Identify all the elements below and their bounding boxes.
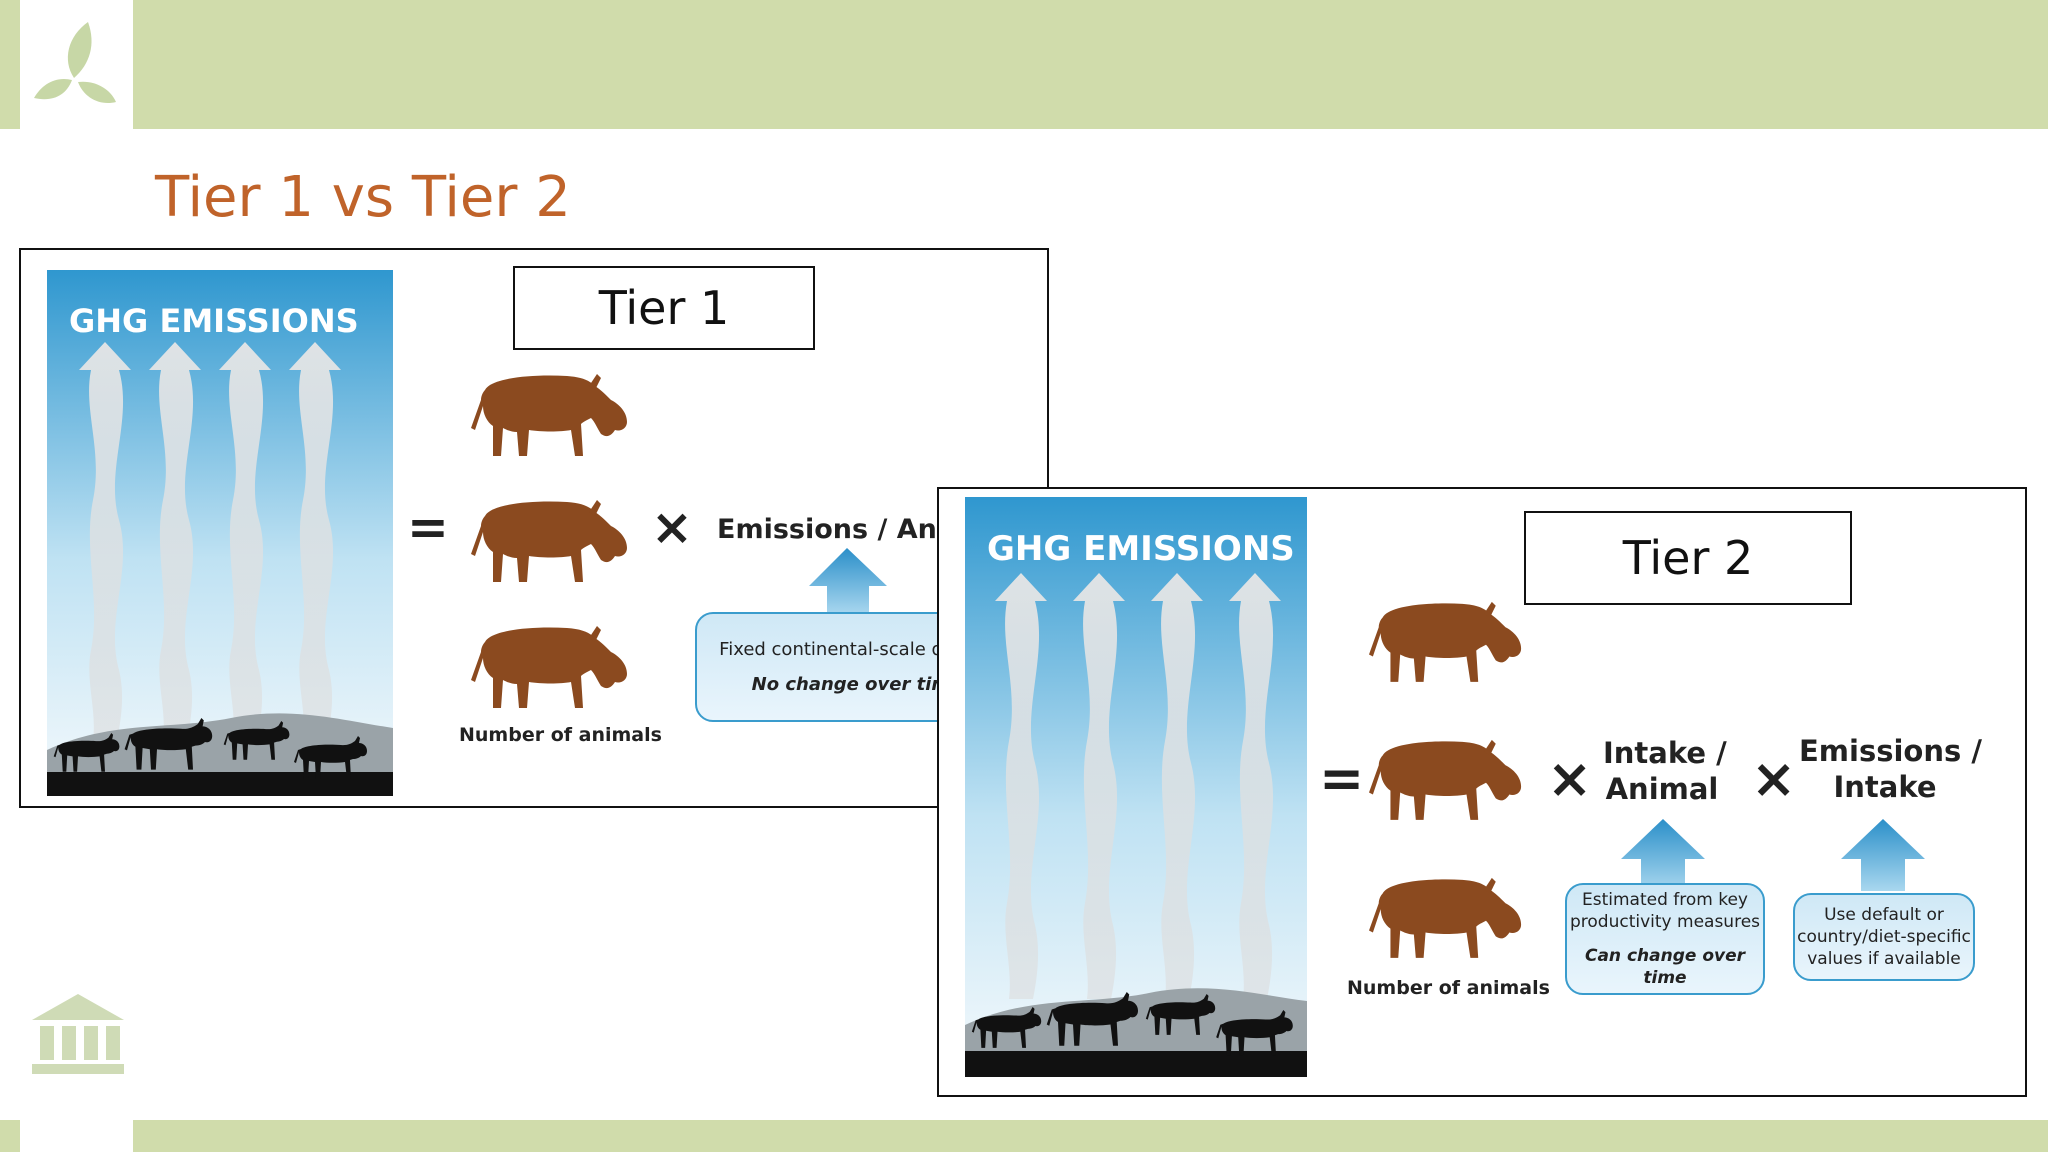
tier2-ghg-poster <box>965 497 1307 1077</box>
tier2-ghg-title: GHG EMISSIONS <box>987 529 1295 569</box>
slide-title: Tier 1 vs Tier 2 <box>155 165 571 230</box>
left-accent-top <box>0 0 10 129</box>
tier1-animals-label: Number of animals <box>459 724 662 746</box>
tier1-times: × <box>651 498 693 556</box>
tier1-panel: GHG EMISSIONS Tier 1 = × Emissions / Ani… <box>19 248 1049 808</box>
tier2-equals: = <box>1319 747 1365 810</box>
emission-waves <box>79 342 341 740</box>
tier2-callout1-line1: Estimated from key <box>1581 890 1748 910</box>
tier2-cows <box>1369 601 1522 958</box>
bottom-logo-gap <box>20 1120 133 1152</box>
tier2-term2-line1: Emissions / <box>1799 734 1982 768</box>
tier1-label: Tier 1 <box>513 266 815 350</box>
tier2-callout2-line1: Use default or <box>1824 905 1944 925</box>
tier2-panel: GHG EMISSIONS Tier 2 = × × Intake / Anim… <box>937 487 2027 1097</box>
tier1-callout-line1: Fixed continental-scale default <box>719 639 995 660</box>
tier2-callout2-arrow <box>1841 819 1925 891</box>
tier1-callout-arrow <box>809 548 887 614</box>
institution-building-icon <box>32 994 124 1074</box>
tier2-term2: Emissions / Intake <box>1799 733 1982 805</box>
leaf-logo-icon <box>34 22 116 104</box>
tier1-cows <box>471 374 627 708</box>
tier2-callout2-line2: country/diet-specific <box>1797 927 1971 947</box>
tier2-term1-line1: Intake / <box>1603 736 1727 770</box>
tier2-callout2-line3: values if available <box>1807 949 1961 969</box>
logo-area <box>20 0 133 129</box>
tier2-diagram <box>965 497 1925 1077</box>
tier2-callout1-line2: productivity measures <box>1569 912 1761 932</box>
tier2-callout1-arrow <box>1621 819 1705 891</box>
tier1-diagram <box>47 270 887 796</box>
tier2-times-2: × <box>1751 747 1797 810</box>
left-accent-bottom <box>0 1120 10 1152</box>
tier2-label: Tier 2 <box>1524 511 1852 605</box>
tier1-callout-line2: No change over time <box>751 674 963 695</box>
tier2-callout2: Use default or country/diet-specific val… <box>1793 893 1975 981</box>
tier2-term1: Intake / Animal <box>1603 735 1727 807</box>
top-band <box>0 0 2048 129</box>
tier1-ghg-title: GHG EMISSIONS <box>69 302 359 340</box>
tier1-equals: = <box>407 498 449 556</box>
tier2-animals-label: Number of animals <box>1347 977 1550 999</box>
tier2-callout1: Estimated from key productivity measures… <box>1565 883 1765 995</box>
tier2-term2-line2: Intake <box>1833 770 1937 804</box>
bottom-band <box>0 1120 2048 1152</box>
tier1-ghg-poster <box>47 270 393 796</box>
tier2-term1-line2: Animal <box>1605 772 1719 806</box>
tier2-callout1-line3: Can change over time <box>1584 946 1745 988</box>
tier2-times-1: × <box>1547 747 1593 810</box>
